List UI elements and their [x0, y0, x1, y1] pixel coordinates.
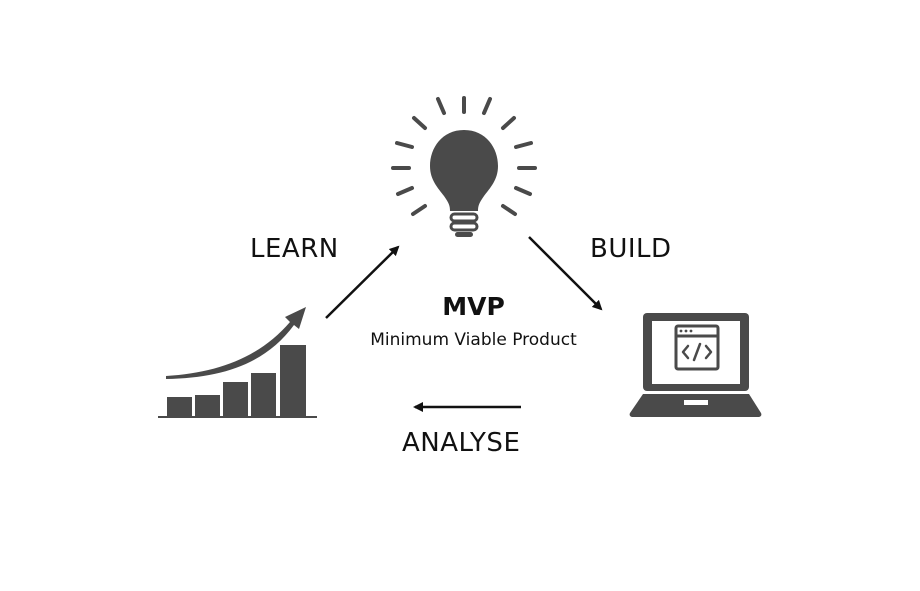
- cycle-arrows: [325, 236, 603, 412]
- laptop-code-icon: [629, 313, 762, 417]
- code-window-icon: [674, 324, 720, 371]
- mvp-subtitle: Minimum Viable Product: [370, 330, 577, 350]
- build-label: BUILD: [590, 234, 672, 264]
- build-arrow: [528, 236, 603, 311]
- learn-label: LEARN: [250, 234, 339, 264]
- analyse-label: ANALYSE: [402, 428, 521, 458]
- lightbulb-icon: [391, 96, 537, 237]
- learn-arrow: [325, 245, 400, 319]
- growth-chart-icon: [158, 307, 317, 418]
- mvp-title: MVP: [442, 292, 505, 321]
